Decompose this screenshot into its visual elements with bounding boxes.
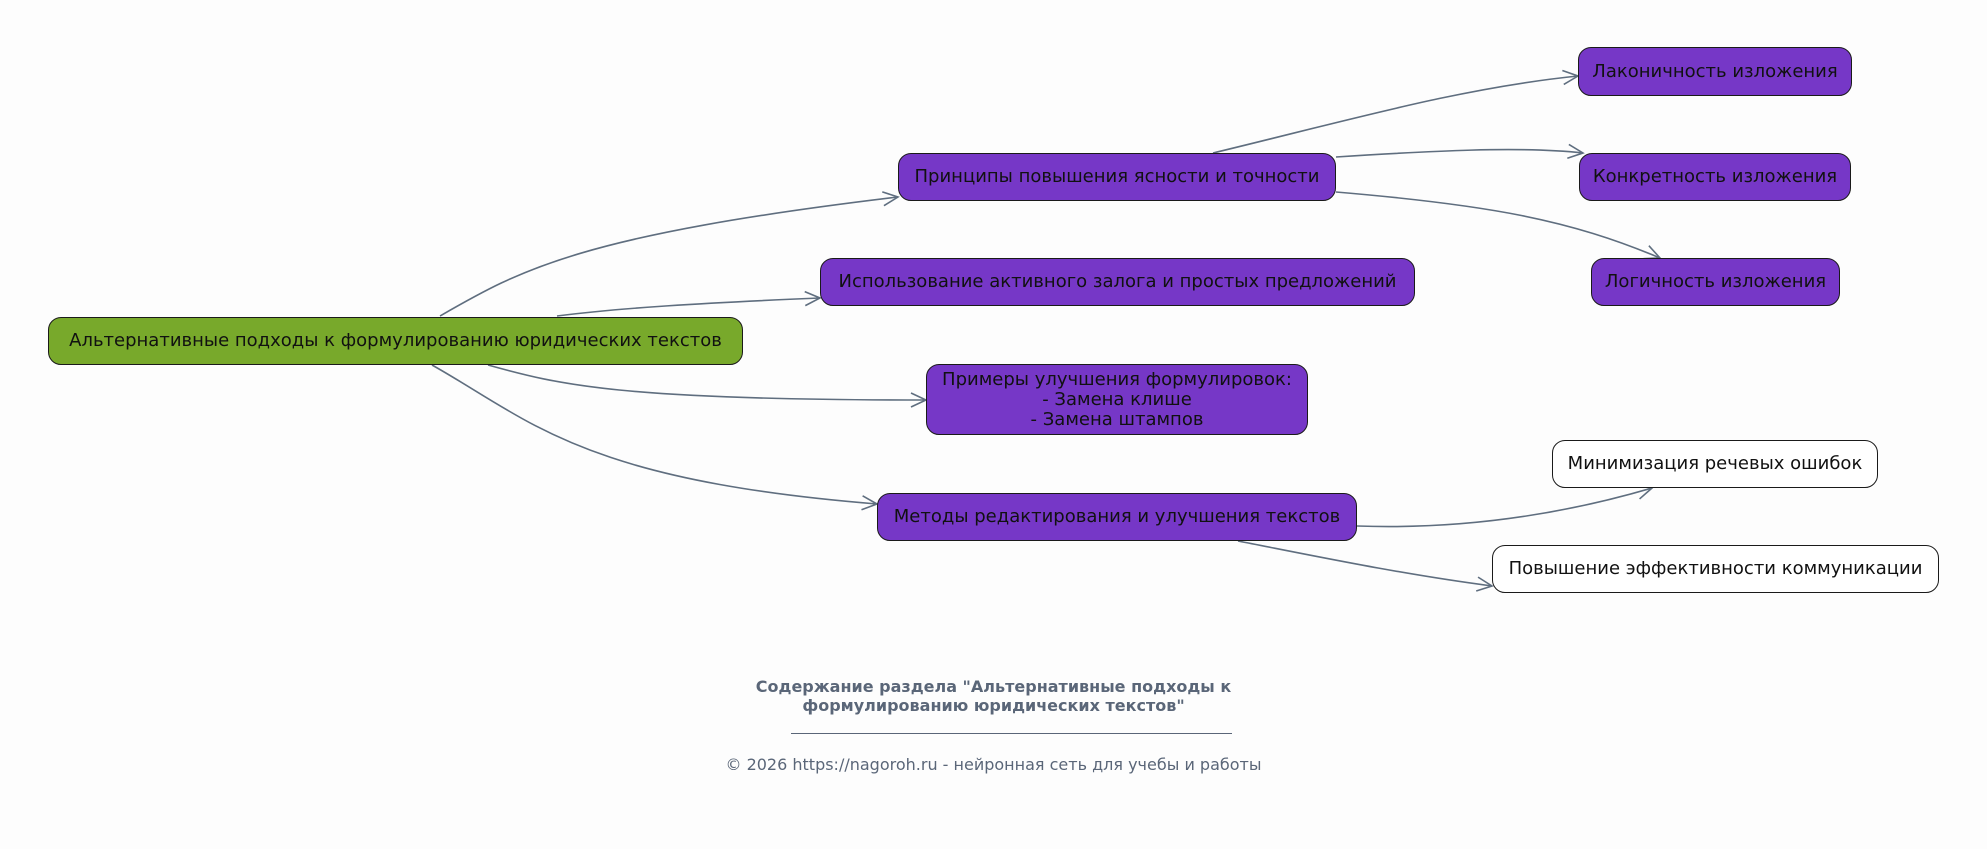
node-wording-examples[interactable]: Примеры улучшения формулировок: - Замена…: [926, 364, 1308, 435]
arrowhead-principles: [882, 191, 900, 207]
edge-root-to-principles: [439, 196, 899, 317]
arrowhead-concrete: [1567, 143, 1585, 160]
node-laconic[interactable]: Лаконичность изложения: [1578, 47, 1852, 96]
node-logical[interactable]: Логичность изложения: [1591, 258, 1840, 306]
edge-methods-to-minimize_errors: [1356, 487, 1653, 528]
node-root-topic[interactable]: Альтернативные подходы к формулированию …: [48, 317, 743, 365]
edge-root-to-examples: [487, 364, 927, 401]
node-communication-efficiency[interactable]: Повышение эффективности коммуникации: [1492, 545, 1939, 593]
footer-copyright: © 2026 https://nagoroh.ru - нейронная се…: [725, 755, 1262, 774]
edge-root-to-active_voice: [556, 297, 821, 317]
node-minimize-errors[interactable]: Минимизация речевых ошибок: [1552, 440, 1878, 488]
edge-principles-to-laconic: [1212, 75, 1579, 154]
node-active-voice[interactable]: Использование активного залога и простых…: [820, 258, 1415, 306]
edge-principles-to-concrete: [1335, 148, 1584, 158]
node-clarity-principles[interactable]: Принципы повышения ясности и точности: [898, 153, 1336, 201]
edge-root-to-methods: [431, 364, 878, 505]
footer-title-line1: Содержание раздела "Альтернативные подхо…: [755, 677, 1232, 696]
footer-title: Содержание раздела "Альтернативные подхо…: [0, 677, 1987, 715]
arrowhead-communication: [1475, 576, 1494, 592]
edge-principles-to-logical: [1335, 191, 1661, 259]
footer-divider: [791, 733, 1232, 734]
node-editing-methods[interactable]: Методы редактирования и улучшения тексто…: [877, 493, 1357, 541]
edge-methods-to-communication: [1237, 540, 1493, 587]
node-concrete[interactable]: Конкретность изложения: [1579, 153, 1851, 201]
footer-title-line2: формулированию юридических текстов": [802, 696, 1185, 715]
